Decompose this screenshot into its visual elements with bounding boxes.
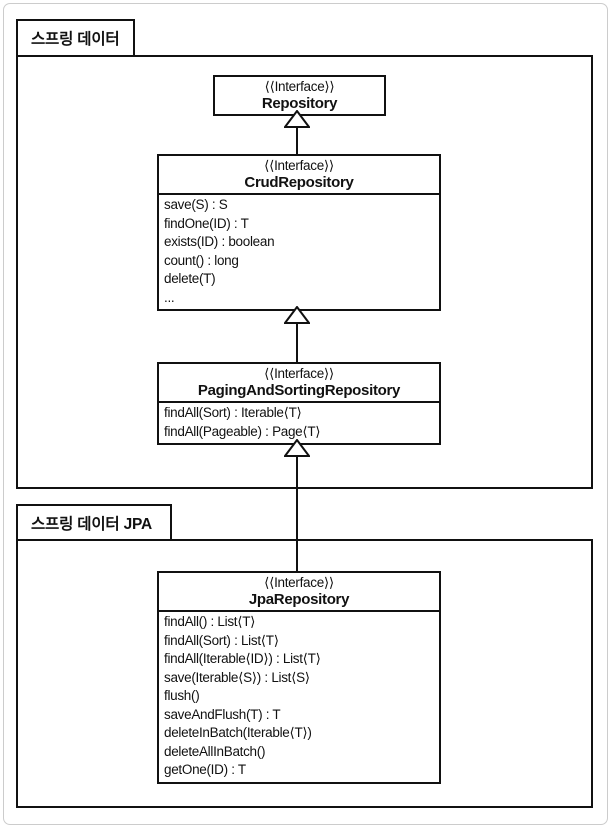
method-item: getOne(ID) : T: [164, 762, 246, 777]
class-header: ⟨⟨Interface⟩⟩ Repository: [215, 77, 384, 114]
class-name: PagingAndSortingRepository: [197, 382, 401, 399]
frame-spring-data-jpa-body: [16, 539, 593, 808]
method-item: findOne(ID) : T: [164, 215, 249, 231]
method-item: save(S) : S: [164, 197, 228, 212]
method-item: findAll(Sort) : Iterable⟨T⟩: [164, 405, 302, 420]
class-header: ⟨⟨Interface⟩⟩ PagingAndSortingRepository: [159, 364, 439, 401]
class-box-paging-and-sorting-repository: ⟨⟨Interface⟩⟩ PagingAndSortingRepository…: [157, 362, 441, 445]
method-item: exists(ID) : boolean: [164, 234, 275, 249]
stereotype-label: ⟨⟨Interface⟩⟩: [264, 366, 334, 381]
method-item: deleteAllInBatch(): [164, 743, 266, 759]
inheritance-line-crud-to-repository: [296, 127, 298, 155]
class-box-repository: ⟨⟨Interface⟩⟩ Repository: [213, 75, 386, 116]
frame-spring-data-jpa-tab: 스프링 데이터 JPA: [16, 504, 172, 541]
stereotype-label: ⟨⟨Interface⟩⟩: [264, 575, 334, 590]
inheritance-triangle-icon: [284, 110, 310, 128]
inheritance-triangle-icon: [284, 306, 310, 324]
inheritance-triangle-icon: [284, 439, 310, 457]
method-item: ...: [164, 289, 175, 305]
class-header: ⟨⟨Interface⟩⟩ CrudRepository: [159, 156, 439, 193]
method-item: count() : long: [164, 252, 239, 268]
frame-spring-data-jpa-label: 스프링 데이터 JPA: [31, 515, 152, 533]
method-item: findAll(Pageable) : Page⟨T⟩: [164, 423, 321, 439]
frame-spring-data-body: [16, 55, 593, 489]
method-item: findAll() : List⟨T⟩: [164, 614, 256, 629]
method-item: findAll(Iterable⟨ID⟩) : List⟨T⟩: [164, 651, 321, 666]
method-list: findAll(Sort) : Iterable⟨T⟩ findAll(Pagea…: [159, 401, 439, 443]
class-header: ⟨⟨Interface⟩⟩ JpaRepository: [159, 573, 439, 610]
method-item: findAll(Sort) : List⟨T⟩: [164, 632, 279, 648]
inheritance-line-paging-to-crud: [296, 323, 298, 363]
class-name: CrudRepository: [244, 174, 354, 191]
method-list: save(S) : S findOne(ID) : T exists(ID) : b…: [159, 193, 439, 309]
inheritance-line-jpa-to-paging: [296, 456, 298, 572]
method-item: flush(): [164, 688, 200, 703]
method-item: delete(T): [164, 271, 216, 286]
class-name: Repository: [261, 95, 338, 112]
class-name: JpaRepository: [248, 591, 350, 608]
stereotype-label: ⟨⟨Interface⟩⟩: [264, 79, 335, 94]
method-item: save(Iterable⟨S⟩) : List⟨S⟩: [164, 669, 310, 685]
stereotype-label: ⟨⟨Interface⟩⟩: [264, 158, 334, 173]
class-box-crud-repository: ⟨⟨Interface⟩⟩ CrudRepository save(S) : S…: [157, 154, 441, 311]
method-item: deleteInBatch(Iterable⟨T⟩): [164, 725, 312, 740]
method-item: saveAndFlush(T) : T: [164, 706, 281, 722]
frame-spring-data-tab: 스프링 데이터: [16, 19, 135, 57]
method-list: findAll() : List⟨T⟩ findAll(Sort) : List⟨…: [159, 610, 439, 782]
frame-spring-data-label: 스프링 데이터: [31, 31, 120, 48]
class-box-jpa-repository: ⟨⟨Interface⟩⟩ JpaRepository findAll() : …: [157, 571, 441, 784]
